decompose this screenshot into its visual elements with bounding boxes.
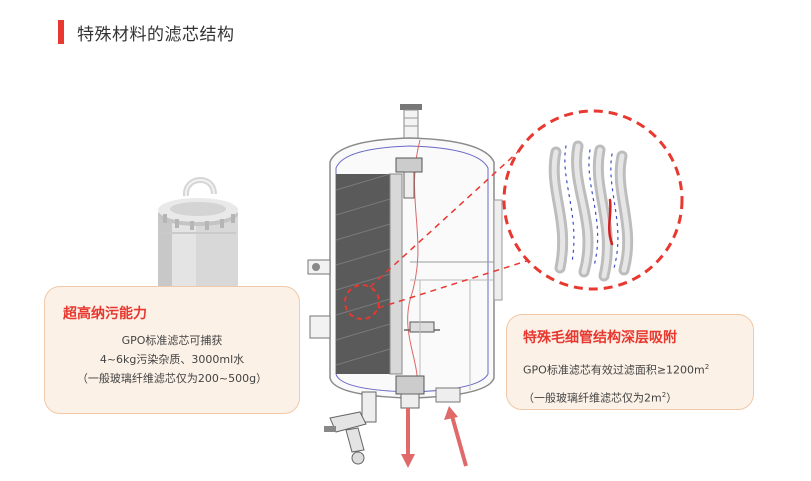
page-title: 特殊材料的滤芯结构 (77, 24, 235, 45)
comparison-area-unit-exponent: 2 (661, 390, 667, 399)
flow-in-arrow (444, 406, 468, 467)
comparison-area-line: （一般玻璃纤维滤芯仅为2m2） (523, 383, 739, 411)
zoom-line-bottom (377, 257, 537, 309)
capacity-line-1: GPO标准滤芯可捕获 (121, 334, 223, 347)
comparison-area-text: （一般玻璃纤维滤芯仅为2m (523, 391, 662, 405)
capacity-info-card: 超高纳污能力 GPO标准滤芯可捕获 4~6kg污染杂质、3000ml水 （一般玻… (44, 286, 300, 414)
capillary-heading: 特殊毛细管结构深层吸附 (523, 330, 677, 346)
capacity-heading: 超高纳污能力 (63, 306, 147, 322)
page-header: 特殊材料的滤芯结构 (58, 18, 235, 46)
flow-out-arrow (401, 408, 415, 468)
comparison-area-close: ） (666, 391, 678, 405)
zoom-line-top (369, 149, 521, 288)
capillary-info-card: 特殊毛细管结构深层吸附 GPO标准滤芯有效过滤面积≥1200m2 （一般玻璃纤维… (506, 314, 754, 410)
capillary-detail (502, 109, 684, 291)
filter-cartridge-image (158, 177, 238, 300)
filter-area-text: GPO标准滤芯有效过滤面积≥1200m (523, 363, 705, 377)
filter-area-line: GPO标准滤芯有效过滤面积≥1200m2 (523, 355, 739, 383)
capacity-line-2: 4~6kg污染杂质、3000ml水 (99, 353, 245, 366)
detail-source-circle (344, 284, 380, 320)
filter-housing-drawing (307, 104, 503, 465)
capacity-line-3: （一般玻璃纤维滤芯仅为200~500g） (76, 372, 268, 385)
filter-area-unit-exponent: 2 (704, 363, 710, 371)
drain-valve (324, 391, 377, 465)
title-accent-bar (58, 20, 64, 44)
